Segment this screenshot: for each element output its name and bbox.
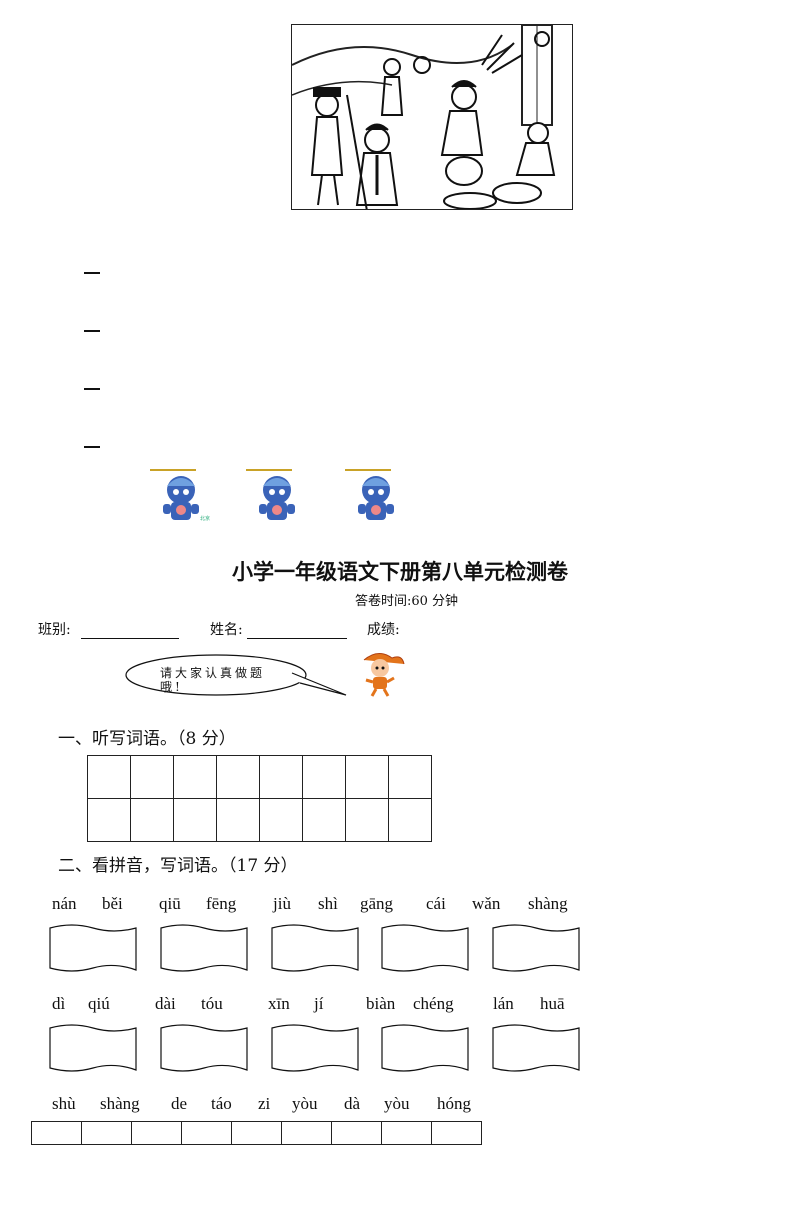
write-cell[interactable]	[381, 1121, 432, 1145]
class-input-line	[81, 624, 180, 639]
write-cell[interactable]	[431, 1121, 482, 1145]
time-limit: 答卷时间:60 分钟	[355, 594, 459, 609]
pinyin: táo	[211, 1094, 232, 1113]
dash-mark	[84, 388, 100, 390]
speech-bubble-text: 请大家认真做题哦!	[160, 666, 266, 694]
pinyin: shàng	[100, 1094, 140, 1113]
svg-text:北京: 北京	[200, 515, 210, 522]
class-label: 班别:	[38, 622, 71, 638]
pinyin-row-1: nán běi qiū fēng jiù shì gāng cái wǎn sh…	[0, 894, 800, 918]
write-cell[interactable]	[331, 1121, 382, 1145]
section-one-heading: 一、听写词语。（8 分）	[58, 729, 236, 749]
pinyin: wǎn	[472, 894, 501, 913]
pinyin: dà	[344, 1094, 361, 1113]
pinyin: yòu	[292, 1094, 318, 1113]
pinyin: fēng	[206, 894, 237, 913]
mascot-icon	[246, 468, 308, 534]
classroom-cleaning-illustration	[291, 24, 573, 210]
write-cell[interactable]	[81, 1121, 132, 1145]
pinyin: lán	[493, 994, 514, 1013]
pinyin: qiú	[88, 994, 110, 1013]
answer-box[interactable]	[159, 922, 249, 978]
sentence-write-strip	[31, 1121, 482, 1145]
pinyin: dì	[52, 994, 66, 1013]
write-cell[interactable]	[231, 1121, 282, 1145]
answer-box[interactable]	[491, 922, 581, 978]
answer-box[interactable]	[270, 922, 360, 978]
score-label: 成绩:	[367, 622, 400, 638]
write-cell[interactable]	[345, 798, 389, 842]
write-cell[interactable]	[259, 755, 303, 799]
pinyin: nán	[52, 894, 77, 913]
pinyin: shì	[318, 894, 338, 913]
pinyin: huā	[540, 994, 565, 1013]
write-cell[interactable]	[173, 755, 217, 799]
mascot-icon: 北京	[150, 468, 212, 534]
write-cell[interactable]	[131, 1121, 182, 1145]
dictation-grid	[87, 755, 432, 842]
write-cell[interactable]	[216, 798, 260, 842]
page-title: 小学一年级语文下册第八单元检测卷	[232, 560, 568, 584]
pinyin: jí	[314, 994, 324, 1013]
pinyin: dài	[155, 994, 176, 1013]
write-cell[interactable]	[302, 755, 346, 799]
answer-box[interactable]	[48, 922, 138, 978]
pinyin: biàn	[366, 994, 396, 1013]
write-cell[interactable]	[130, 755, 174, 799]
pinyin: běi	[102, 894, 123, 913]
write-cell[interactable]	[259, 798, 303, 842]
write-cell[interactable]	[181, 1121, 232, 1145]
pinyin-row-2: dì qiú dài tóu xīn jí biàn chéng lán huā	[0, 994, 800, 1018]
answer-box[interactable]	[380, 922, 470, 978]
write-cell[interactable]	[302, 798, 346, 842]
dash-mark	[84, 446, 100, 448]
write-cell[interactable]	[173, 798, 217, 842]
speech-bubble	[124, 653, 347, 699]
write-cell[interactable]	[87, 755, 131, 799]
mascot-icon	[345, 468, 407, 534]
class-field: 班别:	[38, 619, 180, 639]
pinyin: chéng	[413, 994, 454, 1013]
score-field: 成绩:	[367, 619, 400, 639]
answer-box[interactable]	[270, 1022, 360, 1078]
write-cell[interactable]	[216, 755, 260, 799]
write-cell[interactable]	[388, 798, 432, 842]
write-cell[interactable]	[31, 1121, 82, 1145]
pinyin: gāng	[360, 894, 394, 913]
pinyin: jiù	[273, 894, 291, 913]
pinyin: xīn	[268, 994, 290, 1013]
dash-mark	[84, 272, 100, 274]
answer-box[interactable]	[491, 1022, 581, 1078]
pinyin: cái	[426, 894, 446, 913]
pinyin: yòu	[384, 1094, 410, 1113]
answer-box[interactable]	[159, 1022, 249, 1078]
answer-box[interactable]	[380, 1022, 470, 1078]
dash-mark	[84, 330, 100, 332]
pinyin: hóng	[437, 1094, 471, 1113]
pinyin: shù	[52, 1094, 76, 1113]
write-cell[interactable]	[87, 798, 131, 842]
pinyin: shàng	[528, 894, 568, 913]
write-cell[interactable]	[130, 798, 174, 842]
name-label: 姓名:	[210, 622, 243, 638]
pinyin: qiū	[159, 894, 181, 913]
pinyin-row-3: shù shàng de táo zi yòu dà yòu hóng	[0, 1094, 800, 1118]
pinyin: tóu	[201, 994, 223, 1013]
mascot-icon	[358, 650, 408, 702]
answer-box[interactable]	[48, 1022, 138, 1078]
write-cell[interactable]	[281, 1121, 332, 1145]
name-input-line	[247, 624, 348, 639]
name-field: 姓名:	[210, 619, 348, 639]
pinyin: de	[171, 1094, 188, 1113]
section-two-heading: 二、看拼音，写词语。（17 分）	[58, 856, 298, 876]
write-cell[interactable]	[345, 755, 389, 799]
pinyin: zi	[258, 1094, 271, 1113]
write-cell[interactable]	[388, 755, 432, 799]
